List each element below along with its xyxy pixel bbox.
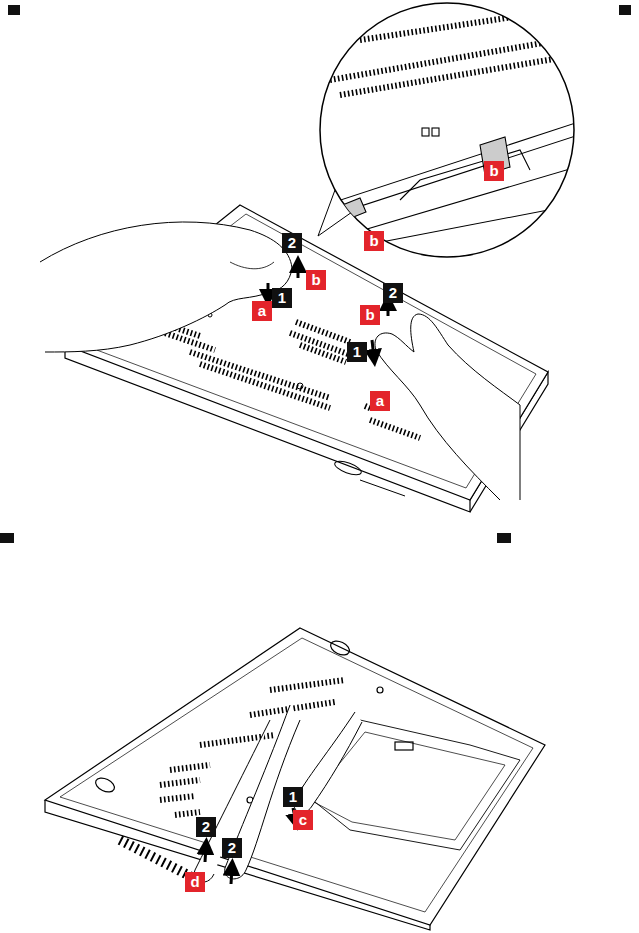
callout-letter: c	[293, 810, 313, 830]
callout-number: 2	[196, 817, 216, 837]
callout-letter: b	[484, 161, 504, 181]
callout-letter: a	[252, 301, 272, 321]
callout-letter: d	[185, 872, 205, 892]
callout-number: 1	[272, 288, 292, 308]
callout-number: 2	[383, 283, 403, 303]
callout-letter: b	[364, 231, 384, 251]
callout-number: 2	[282, 233, 302, 253]
callout-letter: b	[360, 305, 380, 325]
callout-number: 2	[222, 838, 242, 858]
callout-number: 1	[347, 342, 367, 362]
callout-number: 1	[283, 787, 303, 807]
callout-letter: b	[306, 270, 326, 290]
callout-letter: a	[370, 391, 390, 411]
